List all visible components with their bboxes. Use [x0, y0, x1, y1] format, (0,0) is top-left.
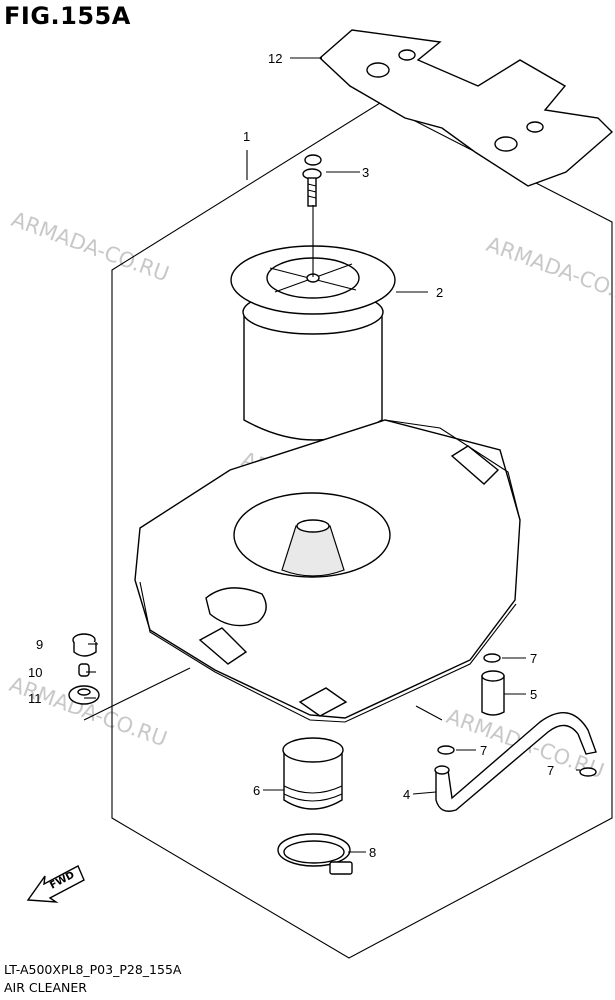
part-6-joint [282, 737, 344, 810]
part-7-clip-b [437, 745, 455, 755]
part-9-bolt [72, 633, 97, 657]
callout-7-b: 7 [480, 743, 487, 758]
callout-8: 8 [369, 845, 376, 860]
callout-1: 1 [243, 129, 250, 144]
part-2-filter [230, 205, 396, 441]
callout-7-c: 7 [547, 763, 554, 778]
part-11-grommet [68, 685, 100, 705]
part-10-collar [78, 663, 90, 677]
callout-12: 12 [268, 51, 282, 66]
callout-7-a: 7 [530, 651, 537, 666]
air-cleaner-case [134, 419, 521, 723]
fwd-arrow: FWD [26, 865, 85, 903]
figure-title: FIG.155A [4, 2, 131, 30]
part-5-hose [481, 670, 505, 716]
part-12-sheet [318, 29, 614, 187]
figure-code: LT-A500XPL8_P03_P28_155A [4, 962, 182, 977]
part-8-clamp [277, 833, 353, 875]
watermark-1: ARMADA-CO.RU [8, 207, 172, 286]
callouts: 1 2 3 4 5 6 7 7 7 8 9 10 11 12 [28, 51, 554, 860]
callout-4: 4 [403, 787, 410, 802]
watermark-4: ARMADA-CO.RU [6, 672, 170, 751]
leader-lines [83, 57, 580, 853]
part-4-hose [434, 712, 597, 812]
part-3-bolt [302, 154, 322, 207]
part-7-clip-c [579, 767, 597, 777]
callout-3: 3 [362, 165, 369, 180]
part-7-clip-a [483, 653, 501, 663]
callout-11: 11 [28, 691, 42, 706]
callout-6: 6 [253, 783, 260, 798]
callout-5: 5 [530, 687, 537, 702]
figure-name: AIR CLEANER [4, 980, 87, 995]
callout-9: 9 [36, 637, 43, 652]
watermark-2: ARMADA-CO.RU [483, 232, 615, 311]
callout-10: 10 [28, 665, 42, 680]
callout-2: 2 [436, 285, 443, 300]
